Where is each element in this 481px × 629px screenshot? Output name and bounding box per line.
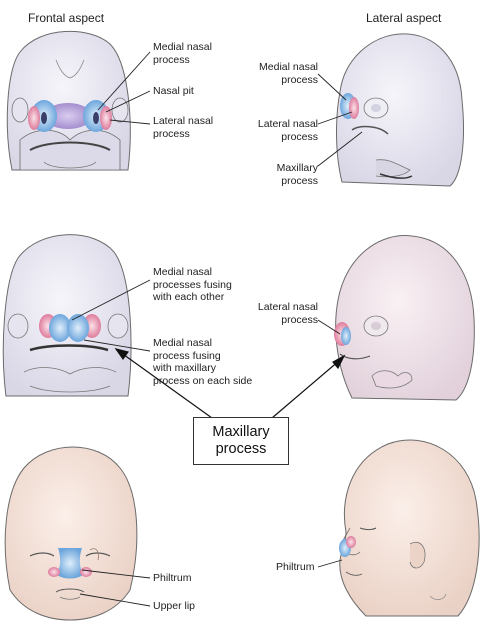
label-philtrum: Philtrum — [153, 572, 192, 584]
callout-arrows — [114, 348, 346, 419]
label-nasal-pit: Nasal pit — [153, 85, 194, 97]
label-lateral-maxillary-process: Maxillary process — [276, 162, 318, 187]
label-lateral-lateral-nasal-process: Lateral nasal process — [257, 118, 318, 143]
label-lateral-philtrum: Philtrum — [276, 561, 315, 573]
row2-lateral-embryo — [334, 235, 475, 401]
maxillary-process-callout: Maxillary process — [193, 417, 289, 465]
row3-frontal-face — [4, 446, 138, 621]
label-lateral-nasal-process: Lateral nasal process — [153, 115, 214, 140]
label-lateral-medial-nasal-process: Medial nasal process — [259, 61, 318, 86]
label-upper-lip: Upper lip — [153, 600, 196, 612]
label-medial-nasal-process: Medial nasal process — [153, 41, 212, 66]
lateral-aspect-header: Lateral aspect — [366, 11, 442, 25]
frontal-aspect-header: Frontal aspect — [28, 11, 105, 25]
leader-lines — [71, 51, 363, 607]
row3-lateral-face — [339, 439, 480, 617]
row2-frontal-embryo — [2, 234, 132, 397]
row1-lateral-embryo — [336, 33, 464, 187]
row1-frontal-embryo — [6, 30, 131, 171]
label-row2-lateral-nasal-process: Lateral nasal process — [257, 301, 318, 326]
label-medial-fusing-maxillary: Medial nasal process fusing with maxilla… — [153, 337, 253, 387]
label-medial-processes-fusing: Medial nasal processes fusing with each … — [153, 266, 232, 303]
